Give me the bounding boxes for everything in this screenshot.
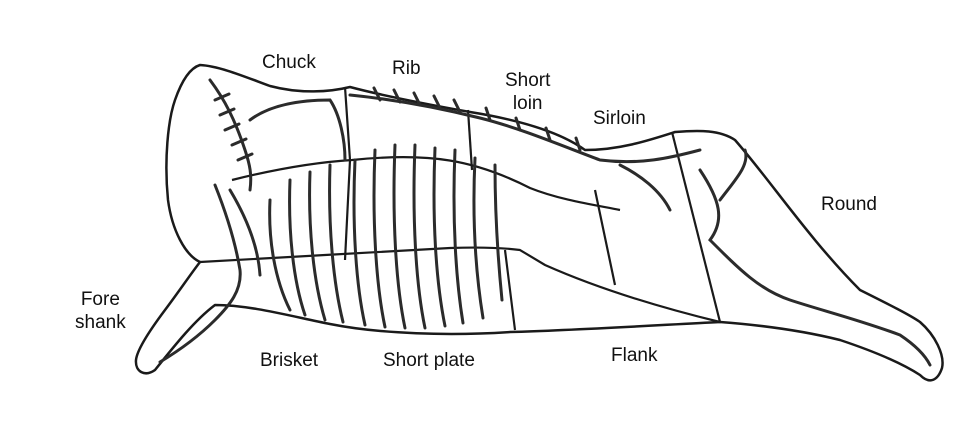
label-chuck: Chuck [262, 52, 316, 73]
label-short-plate: Short plate [383, 350, 475, 371]
label-round: Round [821, 194, 877, 215]
label-brisket: Brisket [260, 350, 319, 371]
label-flank: Flank [611, 345, 658, 366]
skeleton [158, 78, 932, 367]
label-fore-shank: Fore shank [75, 289, 126, 333]
carcass-outline [134, 63, 944, 382]
label-rib: Rib [392, 58, 421, 79]
cut-division-lines [199, 86, 722, 331]
label-short-loin: Short loin [505, 70, 551, 114]
label-sirloin: Sirloin [593, 108, 646, 129]
